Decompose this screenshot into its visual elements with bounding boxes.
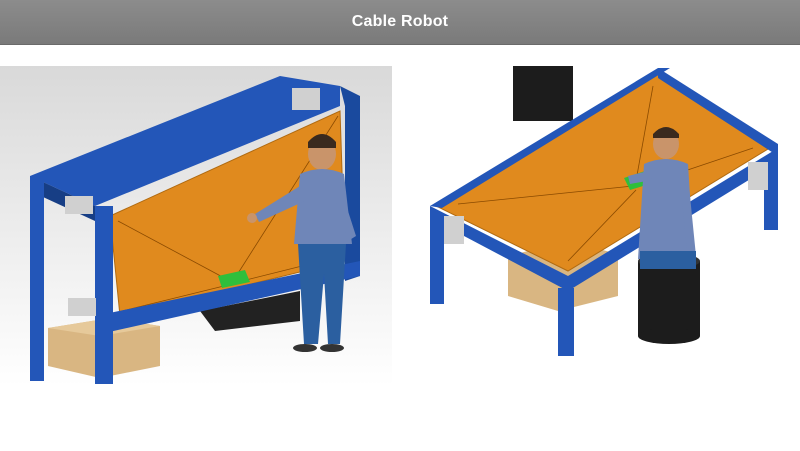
pulley-right <box>748 162 768 190</box>
horizontal-cable-robot-svg <box>408 66 800 386</box>
monitor <box>513 66 573 121</box>
pulley-bottom-left <box>68 298 96 316</box>
end-effector <box>218 270 250 288</box>
frame-leg-front <box>558 288 574 356</box>
frame-back-left-post <box>30 176 44 381</box>
floor-shadow <box>200 291 300 331</box>
pulley-left <box>444 216 464 244</box>
pulley-top-left <box>65 196 93 214</box>
horizontal-cable-robot-illustration <box>408 66 800 386</box>
vertical-cable-robot-illustration <box>0 66 392 386</box>
vertical-cable-robot-svg <box>0 66 392 386</box>
frame-front-left-post <box>95 206 113 384</box>
frame-front-left-beam <box>430 206 568 291</box>
person <box>628 127 696 269</box>
frame-back-left-beam <box>430 68 670 208</box>
title-bar: Cable Robot <box>0 0 800 45</box>
person <box>247 134 356 352</box>
frame-back-right-beam <box>658 68 778 156</box>
pulley-top-right <box>292 88 320 110</box>
page-title: Cable Robot <box>351 13 449 30</box>
frame-bottom-beam <box>95 261 360 334</box>
frame-top-beam <box>30 76 340 206</box>
frame-leg-left <box>430 216 444 304</box>
